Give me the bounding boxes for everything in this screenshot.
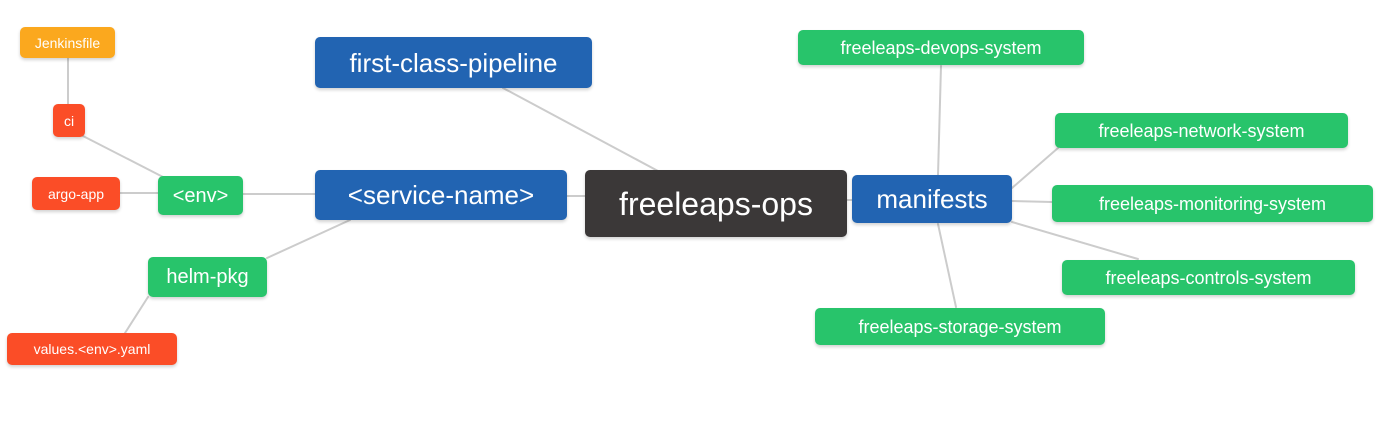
node-freeleaps-network-system[interactable]: freeleaps-network-system (1055, 113, 1348, 148)
node-freeleaps-ops[interactable]: freeleaps-ops (585, 170, 847, 237)
node-freeleaps-controls-system[interactable]: freeleaps-controls-system (1062, 260, 1355, 295)
node-manifests[interactable]: manifests (852, 175, 1012, 223)
node-jenkinsfile[interactable]: Jenkinsfile (20, 27, 115, 58)
node-freeleaps-monitoring-system[interactable]: freeleaps-monitoring-system (1052, 185, 1373, 222)
edge-manifests-freeleaps-controls-system (1011, 221, 1139, 260)
node-values-env-yaml[interactable]: values.<env>.yaml (7, 333, 177, 365)
node-ci[interactable]: ci (53, 104, 85, 137)
node-helm-pkg[interactable]: helm-pkg (148, 257, 267, 297)
edge-manifests-freeleaps-devops-system (937, 65, 942, 176)
node-argo-app[interactable]: argo-app (32, 177, 120, 210)
node-freeleaps-devops-system[interactable]: freeleaps-devops-system (798, 30, 1084, 65)
edge-manifests-freeleaps-storage-system (937, 223, 957, 308)
node-service-name[interactable]: <service-name> (315, 170, 567, 220)
edge-manifests-freeleaps-monitoring-system (1011, 200, 1053, 203)
edge-manifests-freeleaps-network-system (1011, 147, 1059, 189)
edge-service-name-helm-pkg (266, 219, 351, 259)
node-first-class-pipeline[interactable]: first-class-pipeline (315, 37, 592, 88)
node-env[interactable]: <env> (158, 176, 243, 215)
edge-helm-pkg-values-env-yaml (124, 296, 149, 334)
node-freeleaps-storage-system[interactable]: freeleaps-storage-system (815, 308, 1105, 345)
edge-first-class-pipeline-freeleaps-ops (502, 87, 659, 172)
edge-ci-env (82, 135, 164, 178)
